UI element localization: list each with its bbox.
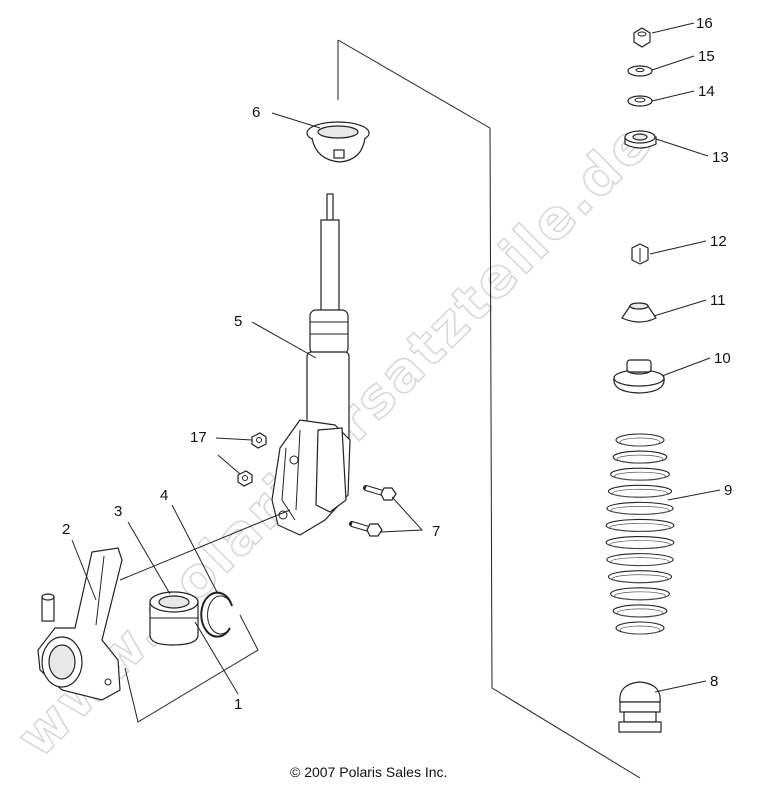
- bump-stop-8-part: [618, 681, 662, 733]
- leader-1: [194, 621, 239, 695]
- leader-3b: [119, 509, 291, 581]
- leader-3: [127, 521, 171, 595]
- nut-12-part: [631, 243, 649, 265]
- leader-12: [649, 240, 707, 255]
- callout-8: 8: [710, 673, 718, 690]
- callout-14: 14: [698, 83, 715, 100]
- callout-10: 10: [714, 350, 731, 367]
- leader-2: [71, 539, 97, 601]
- callout-1: 1: [234, 696, 242, 713]
- leader-17: [215, 437, 253, 441]
- assembly-bracket: [337, 39, 641, 779]
- leader-9: [667, 489, 721, 501]
- wheel-bearing-part: [149, 591, 199, 646]
- spacer-11-part: [621, 302, 657, 323]
- callout-7: 7: [432, 523, 440, 540]
- leader-14: [651, 90, 695, 102]
- upper-mount-part: [306, 121, 370, 163]
- leader-11: [653, 299, 707, 317]
- leader-4: [171, 504, 219, 595]
- callout-12: 12: [710, 233, 727, 250]
- callout-17: 17: [190, 429, 207, 446]
- callout-11: 11: [710, 292, 726, 309]
- callout-13: 13: [712, 149, 729, 166]
- leader-15: [651, 55, 695, 71]
- spring-seat-10-part: [613, 359, 665, 394]
- leader-1b: [124, 614, 259, 723]
- bolt-7-part: [349, 485, 397, 537]
- coil-spring-9-part: [605, 433, 675, 635]
- leader-16: [651, 22, 695, 34]
- callout-9: 9: [724, 482, 732, 499]
- leader-7: [379, 496, 424, 533]
- callout-4: 4: [160, 487, 168, 504]
- leader-13: [655, 138, 709, 157]
- leader-8: [654, 680, 707, 693]
- steering-knuckle-part: [37, 547, 123, 701]
- callout-6: 6: [252, 104, 260, 121]
- nut-17-part: [237, 432, 267, 487]
- washer-15-part: [627, 65, 653, 77]
- leader-10: [661, 357, 711, 377]
- washer-14-part: [627, 95, 653, 107]
- callout-5: 5: [234, 313, 242, 330]
- callout-15: 15: [698, 48, 715, 65]
- leader-6: [271, 112, 321, 129]
- strut-assembly-part: [271, 193, 351, 536]
- callout-16: 16: [696, 15, 713, 32]
- leader-5: [251, 321, 317, 359]
- bearing-13-part: [624, 130, 657, 149]
- callout-2: 2: [62, 521, 70, 538]
- callout-3: 3: [114, 503, 122, 520]
- leader-17b: [217, 454, 241, 475]
- copyright-notice: © 2007 Polaris Sales Inc.: [290, 764, 447, 780]
- snap-ring-part: [200, 591, 233, 638]
- nut-16-part: [633, 27, 651, 48]
